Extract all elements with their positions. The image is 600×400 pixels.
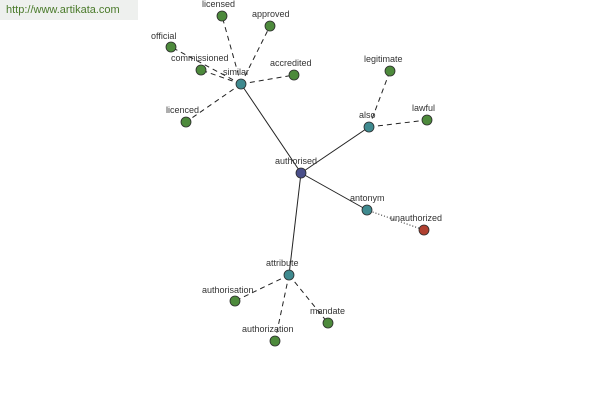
edge-authorised-attribute [288,172,302,276]
relation-label-similar: similar [223,67,249,77]
leaf-label-authorisation: authorisation [202,285,254,295]
leaf-label-lawful: lawful [412,103,435,113]
leaf-label-mandate: mandate [310,306,345,316]
leaf-node-official[interactable] [165,41,177,53]
leaf-node-licensed[interactable] [216,10,228,22]
center-label-authorised: authorised [275,156,317,166]
edge-similar-official [170,46,242,85]
edge-authorised-also [300,126,370,174]
leaf-label-legitimate: legitimate [364,54,403,64]
edge-attribute-authorization [274,274,290,342]
graph-edges [170,15,428,342]
relation-node-similar[interactable] [235,78,247,90]
edge-attribute-authorisation [234,274,290,302]
leaf-node-authorisation[interactable] [229,295,241,307]
relation-node-attribute[interactable] [283,269,295,281]
edge-also-legitimate [368,70,391,128]
leaf-node-lawful[interactable] [421,114,433,126]
leaf-label-unauthorized: unauthorized [390,213,442,223]
leaf-node-commissioned[interactable] [195,64,207,76]
leaf-node-accredited[interactable] [288,69,300,81]
center-node-authorised[interactable] [295,167,307,179]
leaf-label-commissioned: commissioned [171,53,229,63]
leaf-label-licenced: licenced [166,105,199,115]
leaf-node-legitimate[interactable] [384,65,396,77]
edge-similar-approved [240,25,271,85]
leaf-node-licenced[interactable] [180,116,192,128]
leaf-node-authorization[interactable] [269,335,281,347]
leaf-node-mandate[interactable] [322,317,334,329]
leaf-label-official: official [151,31,176,41]
leaf-label-accredited: accredited [270,58,312,68]
leaf-label-approved: approved [252,9,290,19]
leaf-node-approved[interactable] [264,20,276,32]
graph-labels: licensed approved official commissioned accr… [151,0,442,334]
edge-authorised-antonym [300,172,368,211]
edge-similar-commissioned [200,69,242,85]
relation-node-antonym[interactable] [361,204,373,216]
leaf-node-unauthorized[interactable] [418,224,430,236]
relation-node-also[interactable] [363,121,375,133]
edge-similar-licensed [221,15,242,85]
edge-similar-licenced [185,83,242,123]
graph-nodes [165,10,433,347]
edge-attribute-mandate [288,274,329,324]
edge-also-lawful [368,119,428,128]
relation-label-also: also [359,110,376,120]
watermark-link[interactable]: http://www.artikata.com [6,4,120,16]
leaf-label-licensed: licensed [202,0,235,9]
relation-label-attribute: attribute [266,258,299,268]
leaf-label-authorization: authorization [242,324,294,334]
relation-label-antonym: antonym [350,193,385,203]
watermark-banner: http://www.artikata.com [0,0,138,20]
edge-antonym-unauthorized [366,209,425,231]
edge-authorised-similar [240,83,302,174]
